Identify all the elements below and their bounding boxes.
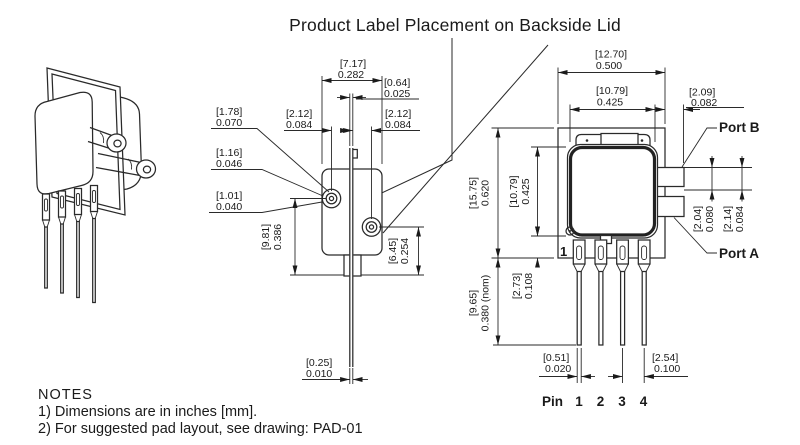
back-dim-pin-pitch: [2.54] 0.100	[608, 348, 688, 383]
side-dim-port-offset-left: [2.12] 0.084	[284, 108, 350, 191]
back-dim-pin-width: [0.51] 0.020	[539, 348, 595, 383]
note-line-1: 1) Dimensions are in inches [mm].	[38, 404, 257, 420]
back-lid	[566, 143, 659, 239]
dim-pin-pitch-in: 0.100	[654, 363, 680, 375]
pin-number-4: 4	[640, 394, 648, 409]
side-dim-barb2: [1.16] 0.046	[211, 147, 324, 197]
dim-plate-h-in: 0.620	[480, 180, 492, 206]
dim-shoulder-in: 0.108	[523, 273, 535, 299]
dim-pin-w-in: 0.020	[545, 363, 571, 375]
dim-barb1-mm: [1.78]	[216, 106, 242, 118]
pin-number-1: 1	[575, 394, 583, 409]
side-view: [7.17] 0.282 [0.64] 0.025 [2.12] 0.084 […	[209, 58, 424, 384]
dim-pin-w-mm: [0.51]	[543, 352, 569, 364]
dim-barb2-in: 0.046	[216, 158, 242, 170]
back-dim-pin-length: [9.65] 0.380 (nom)	[468, 257, 576, 346]
side-dim-lid-thickness: [0.64] 0.025	[337, 77, 419, 146]
dim-port-b-h-in: 0.080	[704, 206, 716, 232]
isometric-port-b-barb	[87, 126, 127, 153]
dim-lid-thk-in: 0.025	[384, 88, 410, 100]
dim-off-l-in: 0.084	[286, 119, 312, 131]
back-dim-lid-width: [10.79] 0.425	[569, 85, 656, 142]
dim-body-width-in: 0.282	[338, 69, 364, 81]
dim-lid-h-in: 0.425	[520, 178, 532, 204]
dim-h-port2-mm: [6.45]	[387, 238, 399, 264]
side-port-b-circles	[321, 188, 342, 209]
back-pins	[572, 239, 651, 346]
back-port-b-stub	[656, 166, 685, 188]
dim-barb3-in: 0.040	[216, 201, 242, 213]
dim-barb3-mm: [1.01]	[216, 190, 242, 202]
dim-barb1-in: 0.070	[216, 117, 242, 129]
back-dim-plate-height: [15.75] 0.620	[468, 127, 554, 259]
dim-lid-h-mm: [10.79]	[508, 175, 520, 207]
dim-lid-tip-mm: [0.25]	[306, 357, 332, 369]
pin-number-row: Pin 1 2 3 4	[542, 394, 648, 409]
port-a-callout: Port A	[673, 217, 759, 261]
back-top-band	[575, 132, 651, 148]
dim-port-len-mm: [2.09]	[689, 87, 715, 99]
title-leader-lines	[353, 38, 549, 234]
dim-lid-thk-mm: [0.64]	[384, 77, 410, 89]
drawing-title: Product Label Placement on Backside Lid	[289, 15, 621, 35]
dim-plate-w-in: 0.500	[596, 60, 622, 72]
pin-number-3: 3	[618, 394, 626, 409]
dim-lid-w-mm: [10.79]	[596, 85, 628, 97]
dim-port-a-h-mm: [2.14]	[722, 206, 734, 232]
dim-port-b-h-mm: [2.04]	[692, 206, 704, 232]
dim-port-a-h-in: 0.084	[734, 206, 746, 232]
back-view: 1	[468, 49, 760, 410]
back-dim-plate-width: [12.70] 0.500	[557, 49, 666, 124]
dim-off-r-in: 0.084	[385, 119, 411, 131]
note-line-2: 2) For suggested pad layout, see drawing…	[38, 421, 363, 437]
dim-off-r-mm: [2.12]	[385, 108, 411, 120]
isometric-front-cover	[34, 91, 94, 195]
dim-barb2-mm: [1.16]	[216, 147, 242, 159]
port-b-callout: Port B	[681, 120, 760, 168]
dim-lid-tip-in: 0.010	[306, 368, 332, 380]
side-dim-barb1: [1.78] 0.070	[211, 106, 330, 193]
isometric-port-a-barb	[95, 152, 157, 179]
back-dim-port-length: [2.09] 0.082	[649, 87, 744, 163]
isometric-pins	[41, 184, 99, 304]
dim-pin-pitch-mm: [2.54]	[652, 352, 678, 364]
side-port-a-circles	[361, 217, 382, 237]
dim-port-len-in: 0.082	[691, 97, 717, 109]
dim-shoulder-mm: [2.73]	[511, 273, 523, 299]
side-dim-barb3: [1.01] 0.040	[209, 190, 323, 213]
back-outer-plate	[557, 127, 666, 259]
isometric-view	[34, 67, 157, 304]
notes-heading: NOTES	[38, 387, 93, 403]
dim-off-l-mm: [2.12]	[286, 108, 312, 120]
port-b-label: Port B	[719, 120, 760, 135]
dim-body-width-mm: [7.17]	[340, 58, 366, 70]
dim-pin-len-in: 0.380 (nom)	[480, 275, 492, 332]
side-dim-port1-height: [9.81] 0.386	[260, 198, 344, 276]
side-dim-port-offset-right: [2.12] 0.084	[341, 108, 420, 219]
notes-block: NOTES 1) Dimensions are in inches [mm]. …	[38, 387, 363, 437]
pin1-marker: 1	[560, 244, 567, 259]
dim-lid-w-in: 0.425	[597, 97, 623, 109]
side-dim-lid-tip: [0.25] 0.010	[302, 357, 368, 384]
back-port-a-stub	[656, 195, 685, 218]
back-dim-lid-height: [10.79] 0.425	[508, 146, 566, 237]
back-pin1-indicator	[565, 226, 575, 236]
port-a-label: Port A	[719, 246, 759, 261]
dim-h-port2-in: 0.254	[399, 238, 411, 264]
back-dim-shoulder: [2.73] 0.108	[511, 226, 540, 299]
side-backside-lid	[349, 148, 358, 367]
back-dim-port-heights: [2.04] 0.080 [2.14] 0.084	[684, 156, 752, 232]
dim-plate-w-mm: [12.70]	[595, 49, 627, 61]
dim-h-port1-in: 0.386	[272, 224, 284, 250]
pin-number-2: 2	[597, 394, 605, 409]
dim-plate-h-mm: [15.75]	[468, 177, 480, 209]
side-dim-body-width: [7.17] 0.282	[321, 58, 383, 164]
side-dim-port2-height: [6.45] 0.254	[361, 226, 424, 276]
pin-row-label: Pin	[542, 394, 563, 409]
dim-pin-len-mm: [9.65]	[468, 290, 480, 316]
dim-h-port1-mm: [9.81]	[260, 224, 272, 250]
